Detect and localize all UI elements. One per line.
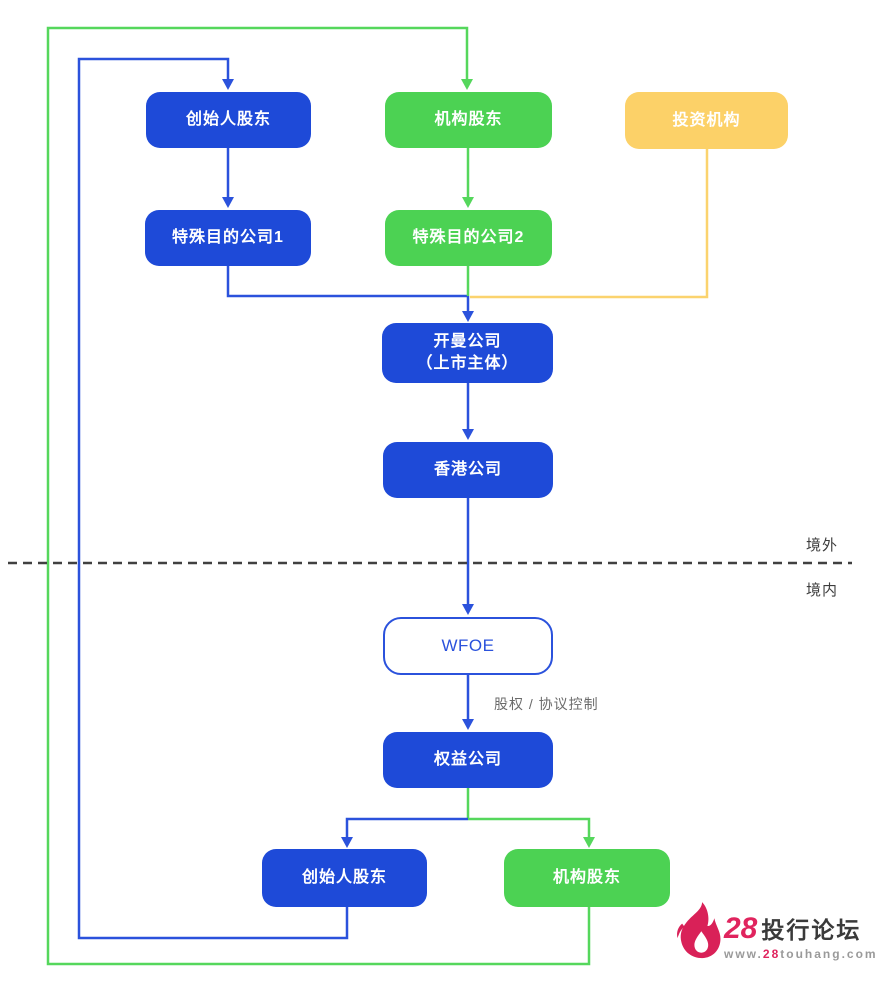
edge-split-to-founder-bottom — [345, 817, 468, 837]
flame-icon — [677, 902, 721, 959]
edge-spv1-to-junction — [226, 266, 468, 298]
offshore-label: 境外 — [805, 537, 838, 554]
cayman-label-line2: （上市主体） — [416, 355, 519, 372]
equity-control-label: 股权 / 协议控制 — [494, 696, 599, 712]
logo-title: 28 投行论坛 — [724, 911, 875, 946]
logo-number: 28 — [724, 912, 758, 945]
arrowhead-founder-bottom — [341, 837, 353, 848]
logo-url-www: www. — [724, 947, 763, 961]
logo-url-28: 28 — [762, 947, 781, 961]
onshore-label: 境内 — [805, 582, 838, 599]
node-equity-company: 权益公司 — [383, 732, 553, 788]
arrowhead-spv2 — [462, 197, 474, 208]
arrowhead-institution-bottom — [583, 837, 595, 848]
node-founder-shareholders-top: 创始人股东 — [146, 92, 311, 148]
arrowhead-hongkong — [462, 429, 474, 440]
edge-investor-to-junction — [470, 149, 709, 299]
site-logo: 28 投行论坛 www.28touhang.com — [676, 901, 875, 963]
node-investment-institution: 投资机构 — [625, 92, 788, 149]
logo-text: 28 投行论坛 www.28touhang.com — [724, 901, 875, 961]
arrowhead-institution-top — [461, 79, 473, 90]
arrowhead-equity — [462, 719, 474, 730]
edge-founder-loop — [77, 57, 349, 940]
node-spv2: 特殊目的公司2 — [385, 210, 552, 266]
edge-institution-loop — [46, 26, 591, 966]
arrowhead-founder-top — [222, 79, 234, 90]
edge-split-to-institution-bottom — [468, 817, 591, 837]
cayman-label-line1: 开曼公司 — [433, 333, 502, 350]
node-spv1: 特殊目的公司1 — [145, 210, 311, 266]
logo-url: www.28touhang.com — [724, 947, 875, 961]
node-institution-shareholders-top: 机构股东 — [385, 92, 552, 148]
arrowhead-cayman — [462, 311, 474, 322]
node-cayman-company: 开曼公司 （上市主体） — [382, 323, 553, 383]
node-wfoe: WFOE — [383, 617, 553, 675]
logo-url-rest: touhang.com — [780, 947, 875, 961]
node-hongkong-company: 香港公司 — [383, 442, 553, 498]
logo-name: 投行论坛 — [761, 917, 862, 943]
arrowhead-wfoe — [462, 604, 474, 615]
node-founder-shareholders-bottom: 创始人股东 — [262, 849, 427, 907]
node-institution-shareholders-bottom: 机构股东 — [504, 849, 670, 907]
arrowhead-spv1 — [222, 197, 234, 208]
